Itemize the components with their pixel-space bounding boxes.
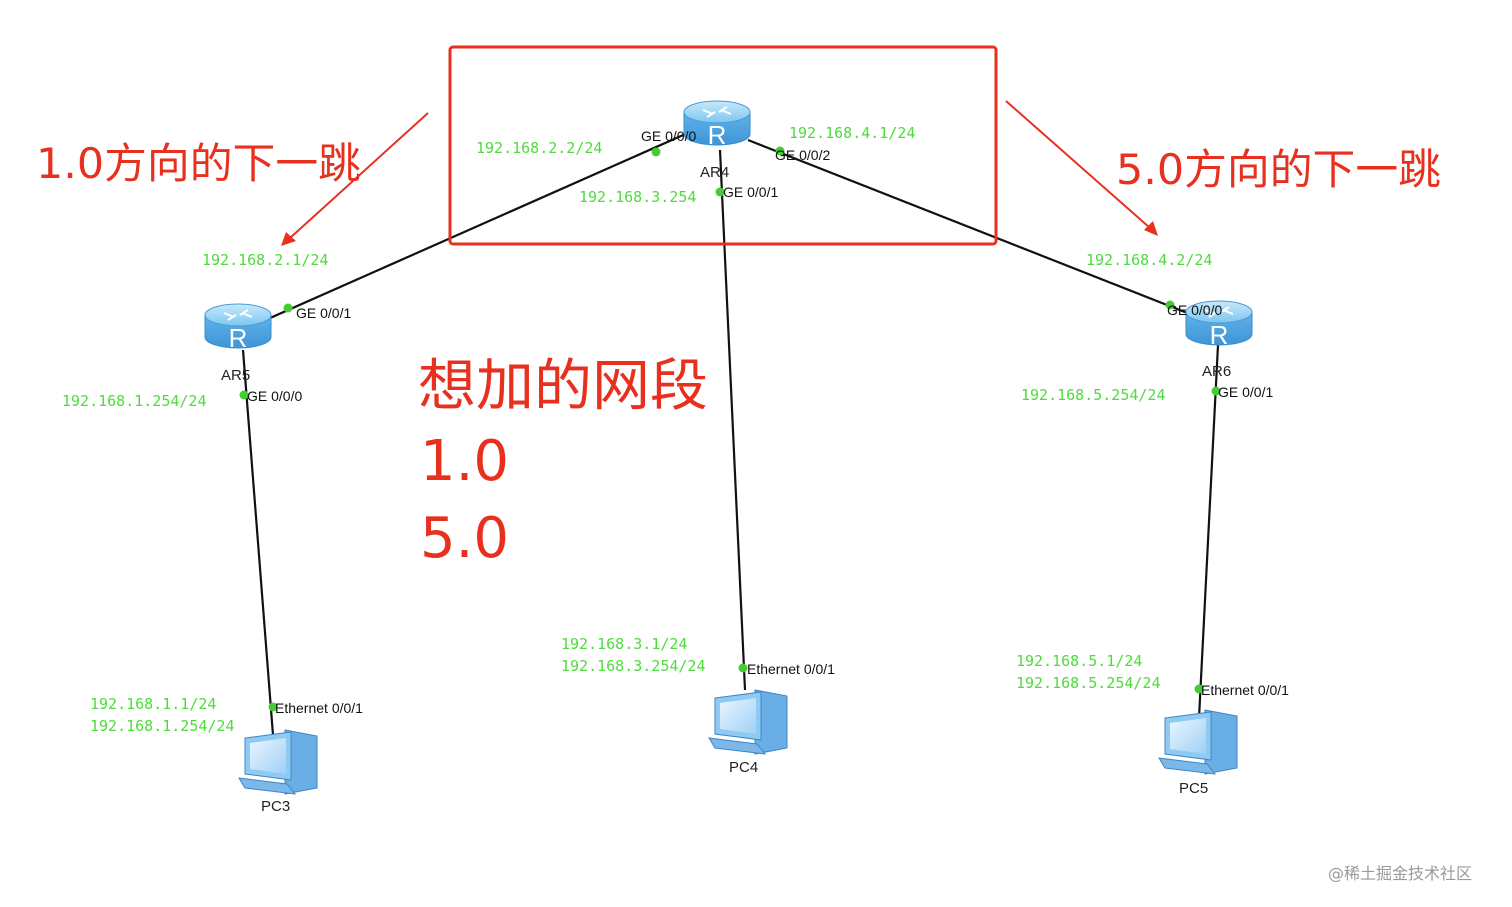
port-dot [715,187,725,197]
port-label-pc3-eth: Ethernet 0/0/1 [275,700,363,716]
annotation-arrow-right [1005,100,1158,236]
link-ar5-pc3 [241,349,275,736]
port-label-ar6-ge001: GE 0/0/1 [1218,384,1273,400]
annotation-arrow-left [281,112,429,246]
annotation-net-1-0: 1.0 [420,429,509,494]
watermark: @稀土掘金技术社区 [1328,864,1472,883]
router-ar4[interactable]: R [683,100,751,150]
ip-label-ar6-down: 192.168.5.254/24 [1021,386,1166,404]
router-ar6[interactable]: R [1185,300,1253,350]
link-ar4-ar6 [747,138,1201,320]
port-dot [283,303,293,313]
port-label-pc4-eth: Ethernet 0/0/1 [747,661,835,677]
desktop-pc-icon [238,729,318,795]
device-label-ar6: AR6 [1202,363,1231,380]
router-symbol: R [229,323,248,353]
port-label-ar6-ge000: GE 0/0/0 [1167,302,1222,318]
desktop-pc-icon [708,689,788,755]
ip-label-pc4-ip: 192.168.3.1/24 [561,635,687,653]
port-label-pc5-eth: Ethernet 0/0/1 [1201,682,1289,698]
ip-label-pc5-gw: 192.168.5.254/24 [1016,674,1161,692]
port-dot [239,390,249,400]
ip-label-pc4-gw: 192.168.3.254/24 [561,657,706,675]
router-symbol: R [708,120,727,150]
ip-label-pc3-gw: 192.168.1.254/24 [90,717,235,735]
ip-label-ar6-up: 192.168.4.2/24 [1086,251,1212,269]
links [241,130,1220,736]
link-ar4-ar5 [242,130,691,332]
device-label-ar5: AR5 [221,367,250,384]
device-label-pc5: PC5 [1179,780,1208,797]
annotation-left-next-hop: 1.0方向的下一跳 [36,139,361,188]
port-label-ar4-ge000: GE 0/0/0 [641,128,696,144]
pc-pc5[interactable] [1158,709,1238,775]
port-dot [1194,684,1204,694]
ip-label-pc5-ip: 192.168.5.1/24 [1016,652,1142,670]
port-label-ar5-ge001: GE 0/0/1 [296,305,351,321]
ip-label-ar4-left: 192.168.2.2/24 [476,139,602,157]
port-dot [775,146,785,156]
ip-label-ar5-down: 192.168.1.254/24 [62,392,207,410]
port-dot [1211,386,1221,396]
link-ar6-pc5 [1197,344,1220,719]
port-dot [738,663,748,673]
ip-label-ar5-up: 192.168.2.1/24 [202,251,328,269]
port-dot [1165,300,1175,310]
port-dot [651,147,661,157]
ip-label-pc3-ip: 192.168.1.1/24 [90,695,216,713]
highlight-box-ar4 [448,45,998,246]
annotation-right-next-hop: 5.0方向的下一跳 [1116,145,1441,194]
device-label-ar4: AR4 [700,164,729,181]
port-label-ar5-ge000: GE 0/0/0 [247,388,302,404]
device-label-pc3: PC3 [261,798,290,815]
annotation-net-5-0: 5.0 [420,506,509,571]
ip-label-ar4-down: 192.168.3.254 [579,188,696,206]
router-ar5[interactable]: R [204,303,272,353]
annotation-want-add: 想加的网段 [418,354,708,419]
link-ar4-pc4 [718,149,747,691]
ip-label-ar4-right: 192.168.4.1/24 [789,124,915,142]
pc-pc3[interactable] [238,729,318,795]
port-label-ar4-ge002: GE 0/0/2 [775,147,830,163]
device-label-pc4: PC4 [729,759,758,776]
router-symbol: R [1210,320,1229,350]
port-label-ar4-ge001: GE 0/0/1 [723,184,778,200]
port-dot [268,702,278,712]
pc-pc4[interactable] [708,689,788,755]
desktop-pc-icon [1158,709,1238,775]
port-dots [239,146,1221,712]
